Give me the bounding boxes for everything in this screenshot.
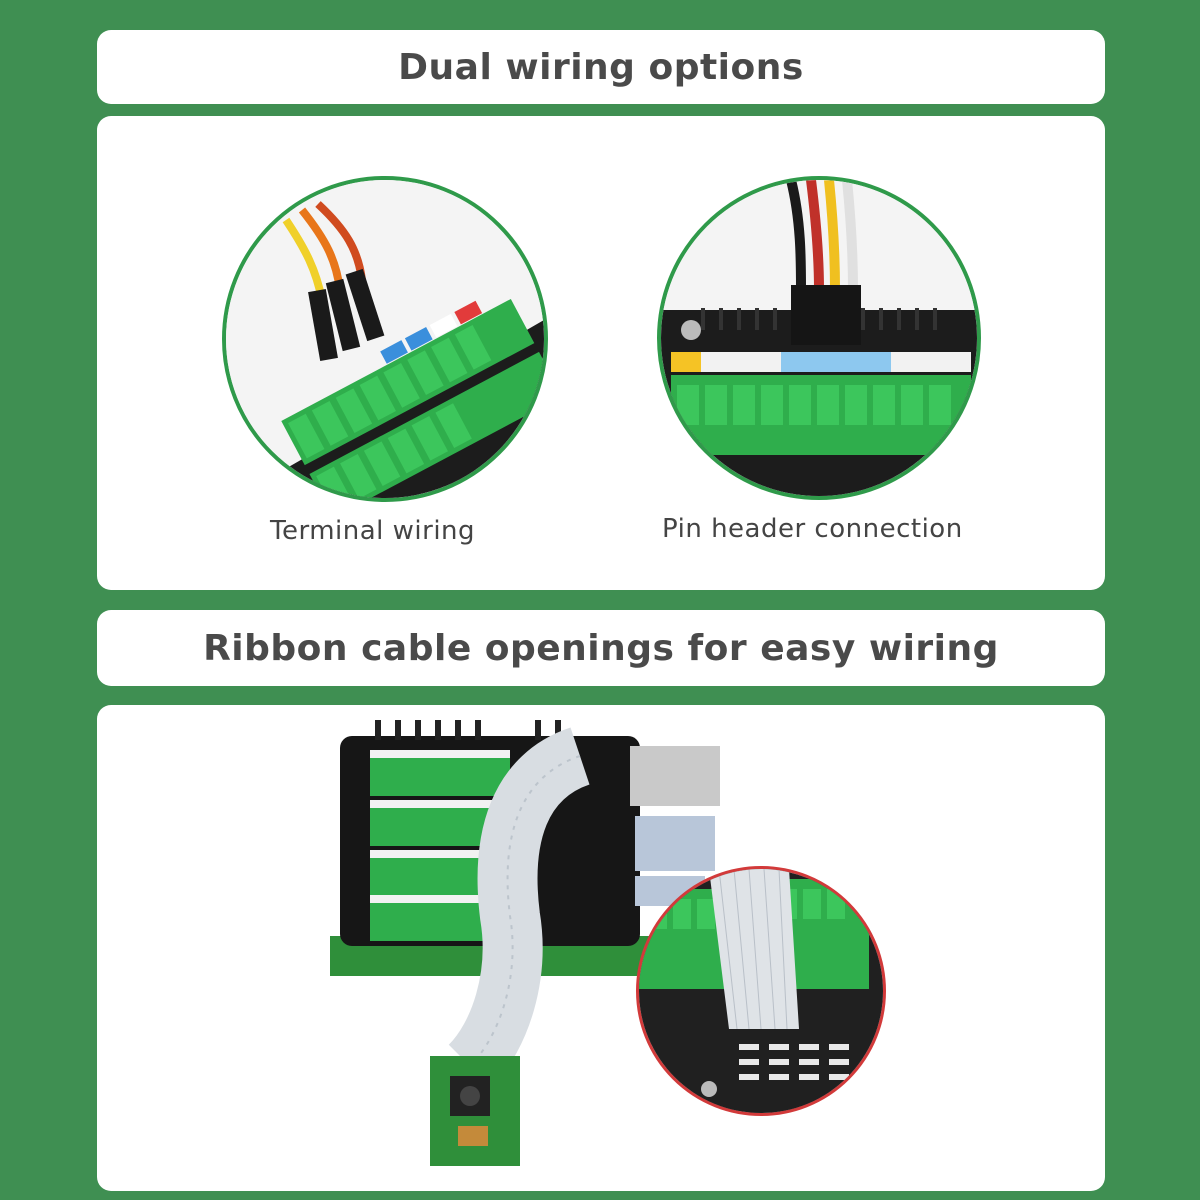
ribbon-title-text: Ribbon cable openings for easy wiring xyxy=(203,627,999,669)
wiring-title-text: Dual wiring options xyxy=(398,46,804,88)
pin-header-caption: Pin header connection xyxy=(662,514,963,544)
section-title-wiring: Dual wiring options xyxy=(97,30,1105,104)
terminal-wiring-photo xyxy=(222,176,548,502)
ribbon-opening-zoom-photo xyxy=(636,866,886,1116)
product-photo xyxy=(300,716,740,1186)
terminal-wiring-caption: Terminal wiring xyxy=(270,516,476,546)
section-title-ribbon: Ribbon cable openings for easy wiring xyxy=(97,610,1105,686)
pin-header-photo xyxy=(657,176,981,500)
